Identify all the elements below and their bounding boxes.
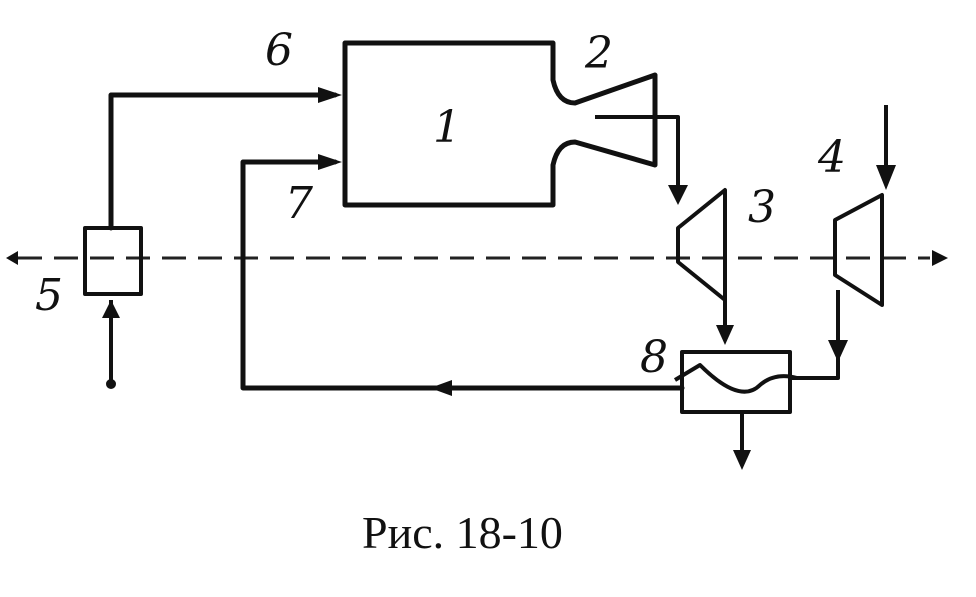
return-arrow bbox=[430, 380, 452, 396]
inlet-6-arrow bbox=[318, 87, 342, 103]
fuel-line-6 bbox=[108, 92, 338, 231]
exhaust-arrow bbox=[668, 185, 688, 205]
exhaust-line bbox=[595, 115, 680, 195]
return-line-7 bbox=[240, 159, 685, 391]
label-3: 3 bbox=[748, 182, 776, 233]
turbine-3 bbox=[676, 188, 727, 302]
label-2: 2 bbox=[584, 28, 613, 79]
label-8: 8 bbox=[640, 332, 668, 383]
combustion-chamber bbox=[342, 40, 658, 208]
fuel-source-dot bbox=[106, 379, 116, 389]
compressor-4 bbox=[833, 193, 884, 307]
label-1: 1 bbox=[433, 102, 461, 153]
fuel-inlet-arrow bbox=[102, 300, 120, 318]
fuel-pump-5 bbox=[83, 226, 143, 296]
compressor-outlet-line bbox=[790, 290, 840, 380]
label-7: 7 bbox=[285, 178, 313, 229]
compressor-outlet-arrow bbox=[828, 340, 848, 362]
inlet-7-arrow bbox=[318, 154, 342, 170]
label-4: 4 bbox=[817, 132, 846, 183]
compressor-inlet-arrow bbox=[876, 165, 896, 190]
regenerator-8 bbox=[673, 350, 798, 414]
shaft-output-arrow bbox=[932, 250, 948, 266]
shaft-left-arrow bbox=[6, 251, 18, 265]
regenerator-drain-arrow bbox=[733, 450, 751, 470]
label-5: 5 bbox=[35, 270, 63, 321]
turbine-exhaust-arrow bbox=[716, 325, 734, 345]
figure-caption: Рис. 18-10 bbox=[362, 507, 563, 558]
label-6: 6 bbox=[265, 25, 293, 76]
